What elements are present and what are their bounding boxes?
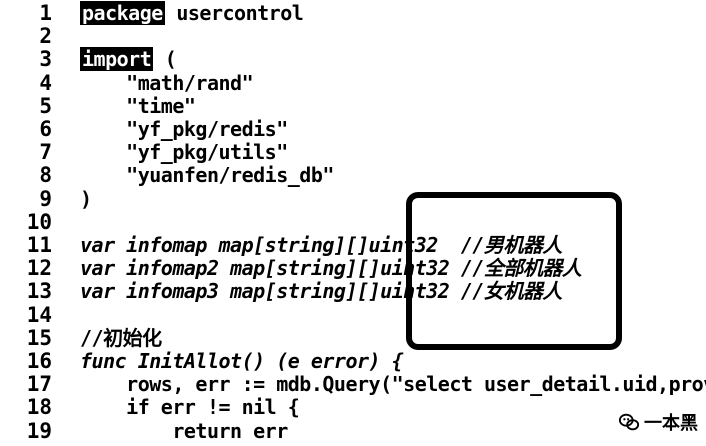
code-line[interactable]: 10	[0, 211, 706, 233]
code-line[interactable]: 13 var infomap3 map[string][]uint32 //女机器…	[0, 280, 706, 302]
line-number: 8	[39, 163, 52, 188]
wechat-icon	[618, 413, 640, 431]
code-token: return err	[172, 418, 288, 443]
code-text: package usercontrol	[80, 1, 304, 25]
code-line[interactable]: 15 //初始化	[0, 327, 706, 349]
code-token: //初始化	[80, 325, 162, 350]
code-text: "math/rand"	[80, 72, 253, 94]
line-number: 9	[39, 186, 52, 211]
code-token: "time"	[126, 93, 196, 118]
code-line[interactable]: 4 "math/rand"	[0, 72, 706, 94]
code-line[interactable]: 6 "yf_pkg/redis"	[0, 118, 706, 140]
code-line[interactable]: 2	[0, 25, 706, 47]
code-line[interactable]: 3 import (	[0, 47, 706, 72]
code-token: var infomap3 map[string][]uint32 //女机器人	[80, 279, 562, 304]
code-text: return err	[80, 420, 288, 442]
code-token: var infomap2 map[string][]uint32 //全部机器人	[80, 256, 582, 281]
keyword-token: import	[80, 47, 154, 72]
code-line[interactable]: 17 rows, err := mdb.Query("select user_d…	[0, 373, 706, 395]
code-token: "yuanfen/redis_db"	[126, 163, 334, 188]
code-token: rows, err := mdb.Query("select user_deta…	[126, 372, 706, 397]
code-token: "math/rand"	[126, 70, 254, 95]
line-number: 17	[26, 372, 52, 397]
line-number: 2	[39, 24, 52, 49]
line-number: 11	[26, 233, 52, 257]
code-text: "yf_pkg/utils"	[80, 141, 288, 163]
line-number: 4	[39, 70, 52, 95]
line-number: 14	[26, 302, 52, 327]
code-line[interactable]: 19 return err	[0, 420, 706, 442]
code-token: usercontrol	[164, 1, 304, 25]
line-number: 10	[26, 209, 52, 234]
code-text: var infomap map[string][]uint32 //男机器人	[80, 234, 562, 256]
code-line[interactable]: 18 if err != nil {	[0, 396, 706, 418]
code-text: rows, err := mdb.Query("select user_deta…	[80, 373, 706, 395]
line-number: 3	[39, 47, 52, 72]
line-number: 7	[39, 140, 52, 165]
line-number: 13	[26, 279, 52, 304]
code-line[interactable]: 5 "time"	[0, 95, 706, 117]
code-text: "yuanfen/redis_db"	[80, 164, 334, 186]
watermark-text: 一本黑	[644, 413, 698, 434]
code-text: if err != nil {	[80, 395, 300, 420]
code-token: (	[153, 47, 177, 72]
code-token: var infomap map[string][]uint32 //男机器人	[80, 233, 562, 257]
code-text: )	[80, 188, 92, 210]
line-number: 5	[39, 93, 52, 118]
code-text: import (	[80, 47, 177, 72]
code-line[interactable]: 9)	[0, 188, 706, 210]
highlight-box	[406, 192, 622, 350]
code-token: "yf_pkg/utils"	[126, 140, 288, 165]
code-text: var infomap2 map[string][]uint32 //全部机器人	[80, 256, 582, 281]
line-number: 18	[26, 395, 52, 420]
code-token: "yf_pkg/redis"	[126, 117, 288, 141]
keyword-token: package	[80, 1, 165, 25]
line-number: 6	[39, 117, 52, 141]
code-line[interactable]: 1 package usercontrol	[0, 1, 706, 25]
code-token: func InitAllot() (e error) {	[80, 349, 404, 373]
code-line[interactable]: 8 "yuanfen/redis_db"	[0, 164, 706, 186]
line-number: 15	[26, 325, 52, 350]
code-line[interactable]: 14	[0, 304, 706, 326]
code-text: "yf_pkg/redis"	[80, 118, 288, 140]
code-line[interactable]: 7 "yf_pkg/utils"	[0, 141, 706, 163]
code-text: func InitAllot() (e error) {	[80, 349, 404, 373]
code-token: if err != nil {	[126, 395, 300, 420]
watermark: 一本黑	[614, 410, 702, 434]
line-number: 16	[26, 349, 52, 373]
line-number: 12	[26, 256, 52, 281]
code-line[interactable]: 12 var infomap2 map[string][]uint32 //全部机…	[0, 257, 706, 279]
code-text: var infomap3 map[string][]uint32 //女机器人	[80, 280, 562, 302]
code-line[interactable]: 11 var infomap map[string][]uint32 //男机器人	[0, 234, 706, 256]
line-number: 1	[39, 1, 52, 25]
code-token: )	[80, 186, 92, 211]
code-line[interactable]: 16 func InitAllot() (e error) {	[0, 350, 706, 372]
line-number: 19	[26, 418, 52, 443]
code-text: //初始化	[80, 327, 162, 349]
code-text: "time"	[80, 93, 196, 118]
